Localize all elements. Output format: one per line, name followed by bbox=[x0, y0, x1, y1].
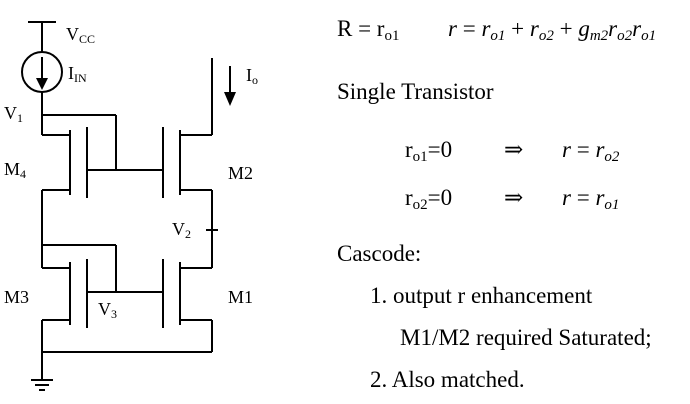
label-iin: IIN bbox=[68, 63, 87, 85]
label-v1: V1 bbox=[4, 103, 23, 125]
label-io: Io bbox=[246, 65, 258, 87]
cascode-current-mirror-schematic bbox=[21, 21, 236, 391]
label-v2: V2 bbox=[172, 219, 191, 241]
single-transistor-result-2: r = ro1 bbox=[562, 185, 620, 213]
label-m3: M3 bbox=[4, 287, 30, 307]
single-transistor-heading: Single Transistor bbox=[337, 79, 494, 104]
label-m2: M2 bbox=[228, 163, 254, 183]
label-m4: M4 bbox=[4, 159, 27, 181]
single-transistor-row-2: ro2=0 bbox=[405, 185, 453, 213]
io-arrow-head bbox=[224, 92, 236, 106]
iin-arrow-head bbox=[36, 78, 48, 90]
cascode-item-1: 1. output r enhancement bbox=[370, 283, 593, 308]
cascode-item-2: 2. Also matched. bbox=[370, 367, 525, 392]
single-transistor-result-1: r = ro2 bbox=[562, 137, 620, 165]
single-transistor-row-1: ro1=0 bbox=[405, 137, 453, 165]
equation-R: R = ro1 bbox=[337, 16, 400, 44]
implies-arrow-2: ⇒ bbox=[504, 185, 524, 210]
label-v3: V3 bbox=[98, 299, 117, 321]
cascode-item-1-detail: M1/M2 required Saturated; bbox=[400, 325, 652, 350]
cascode-heading: Cascode: bbox=[337, 241, 422, 266]
equation-r-total: r = ro1 + ro2 + gm2ro2ro1 bbox=[448, 16, 657, 44]
label-vcc: VCC bbox=[66, 24, 96, 46]
label-m1: M1 bbox=[228, 287, 254, 307]
implies-arrow-1: ⇒ bbox=[504, 137, 524, 162]
